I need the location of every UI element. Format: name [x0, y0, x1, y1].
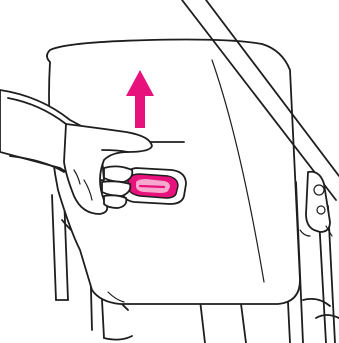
- side-hinge: [300, 172, 332, 236]
